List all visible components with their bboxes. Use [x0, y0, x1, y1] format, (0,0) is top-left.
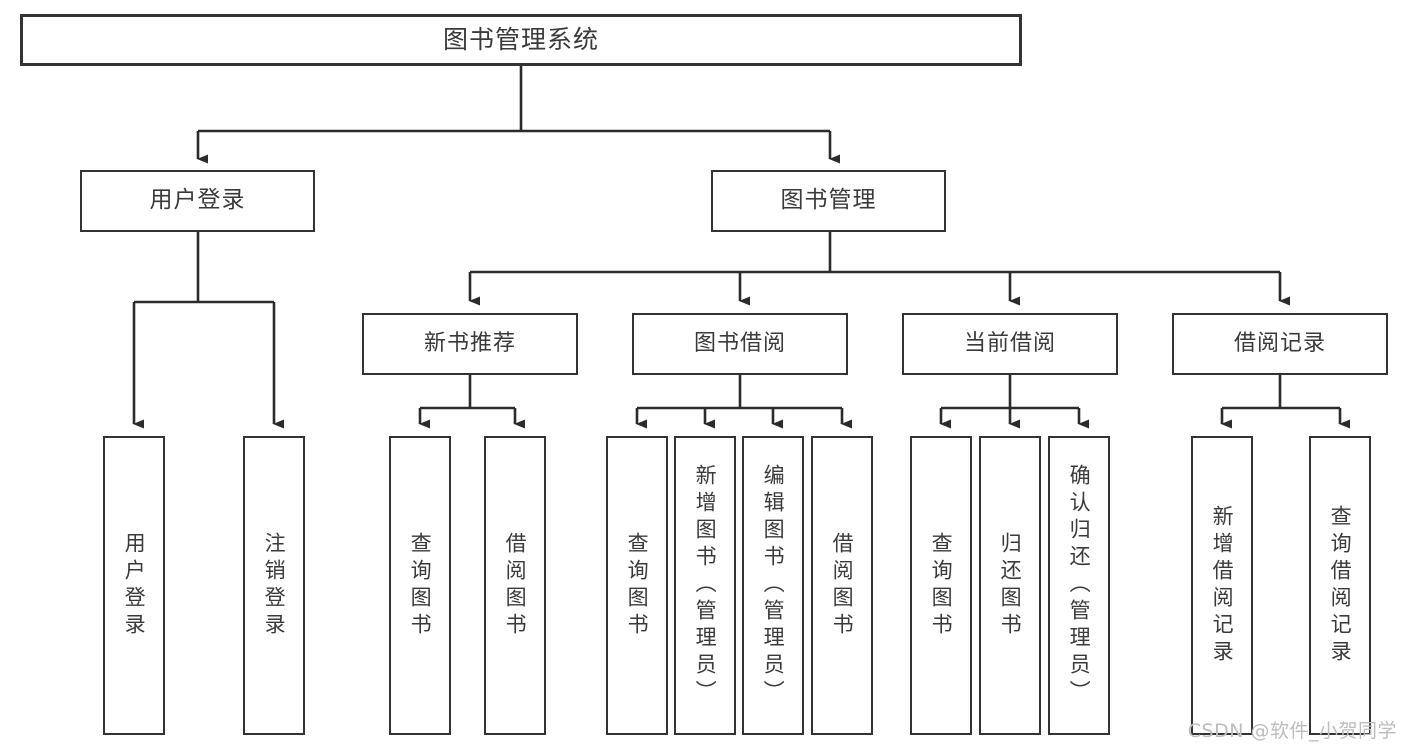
leaf-inner: 查询图书 — [391, 438, 449, 733]
node-book-borrow[interactable]: 图书借阅 — [632, 313, 848, 375]
leaf-inner: 编辑图书（管理员） — [744, 438, 802, 733]
leaf-inner: 新增借阅记录 — [1193, 438, 1251, 733]
node-leaf-user-login[interactable]: 用户登录 — [103, 436, 165, 735]
node-leaf-borrow-book-1[interactable]: 借阅图书 — [484, 436, 546, 735]
leaf-inner: 借阅图书 — [486, 438, 544, 733]
node-leaf-logout-login-label: 注销登录 — [262, 531, 287, 640]
leaf-inner: 用户登录 — [105, 438, 163, 733]
node-leaf-confirm-return-label: 确认归还（管理员） — [1067, 464, 1092, 707]
node-book-management-label: 图书管理 — [780, 187, 877, 214]
leaf-inner: 查询图书 — [608, 438, 666, 733]
node-leaf-query-book-2-label: 查询图书 — [625, 531, 650, 640]
node-leaf-query-book-2[interactable]: 查询图书 — [606, 436, 668, 735]
node-leaf-query-book-3[interactable]: 查询图书 — [910, 436, 972, 735]
node-leaf-return-book-label: 归还图书 — [998, 531, 1023, 640]
node-leaf-borrow-book-2[interactable]: 借阅图书 — [811, 436, 873, 735]
node-leaf-add-record-label: 新增借阅记录 — [1210, 504, 1235, 667]
node-leaf-add-record[interactable]: 新增借阅记录 — [1191, 436, 1253, 735]
node-new-book-recommend-label: 新书推荐 — [423, 331, 516, 357]
node-leaf-edit-book-label: 编辑图书（管理员） — [761, 464, 786, 707]
node-borrow-record-label: 借阅记录 — [1233, 331, 1326, 357]
leaf-inner: 查询借阅记录 — [1311, 438, 1369, 733]
leaf-inner: 查询图书 — [912, 438, 970, 733]
node-new-book-recommend[interactable]: 新书推荐 — [362, 313, 578, 375]
leaf-inner: 注销登录 — [245, 438, 303, 733]
node-root-label: 图书管理系统 — [442, 25, 599, 55]
node-leaf-query-book-1[interactable]: 查询图书 — [389, 436, 451, 735]
node-leaf-query-record[interactable]: 查询借阅记录 — [1309, 436, 1371, 735]
leaf-inner: 确认归还（管理员） — [1050, 438, 1108, 733]
node-leaf-add-book-label: 新增图书（管理员） — [693, 464, 718, 707]
node-leaf-add-book[interactable]: 新增图书（管理员） — [674, 436, 736, 735]
node-user-login[interactable]: 用户登录 — [80, 170, 315, 232]
node-current-borrow-label: 当前借阅 — [963, 331, 1056, 357]
node-leaf-user-login-label: 用户登录 — [122, 531, 147, 640]
node-leaf-query-book-1-label: 查询图书 — [408, 531, 433, 640]
node-root[interactable]: 图书管理系统 — [20, 14, 1022, 66]
node-leaf-borrow-book-1-label: 借阅图书 — [503, 531, 528, 640]
node-leaf-return-book[interactable]: 归还图书 — [979, 436, 1041, 735]
node-book-borrow-label: 图书借阅 — [693, 331, 786, 357]
leaf-inner: 归还图书 — [981, 438, 1039, 733]
leaf-inner: 借阅图书 — [813, 438, 871, 733]
watermark: CSDN @软件_小贺同学 — [1187, 720, 1397, 742]
node-leaf-logout-login[interactable]: 注销登录 — [243, 436, 305, 735]
node-book-management[interactable]: 图书管理 — [711, 170, 946, 232]
node-leaf-query-record-label: 查询借阅记录 — [1328, 504, 1353, 667]
node-current-borrow[interactable]: 当前借阅 — [902, 313, 1118, 375]
node-user-login-label: 用户登录 — [149, 187, 246, 214]
node-borrow-record[interactable]: 借阅记录 — [1172, 313, 1388, 375]
node-leaf-query-book-3-label: 查询图书 — [929, 531, 954, 640]
node-leaf-edit-book[interactable]: 编辑图书（管理员） — [742, 436, 804, 735]
node-leaf-confirm-return[interactable]: 确认归还（管理员） — [1048, 436, 1110, 735]
node-leaf-borrow-book-2-label: 借阅图书 — [830, 531, 855, 640]
leaf-inner: 新增图书（管理员） — [676, 438, 734, 733]
